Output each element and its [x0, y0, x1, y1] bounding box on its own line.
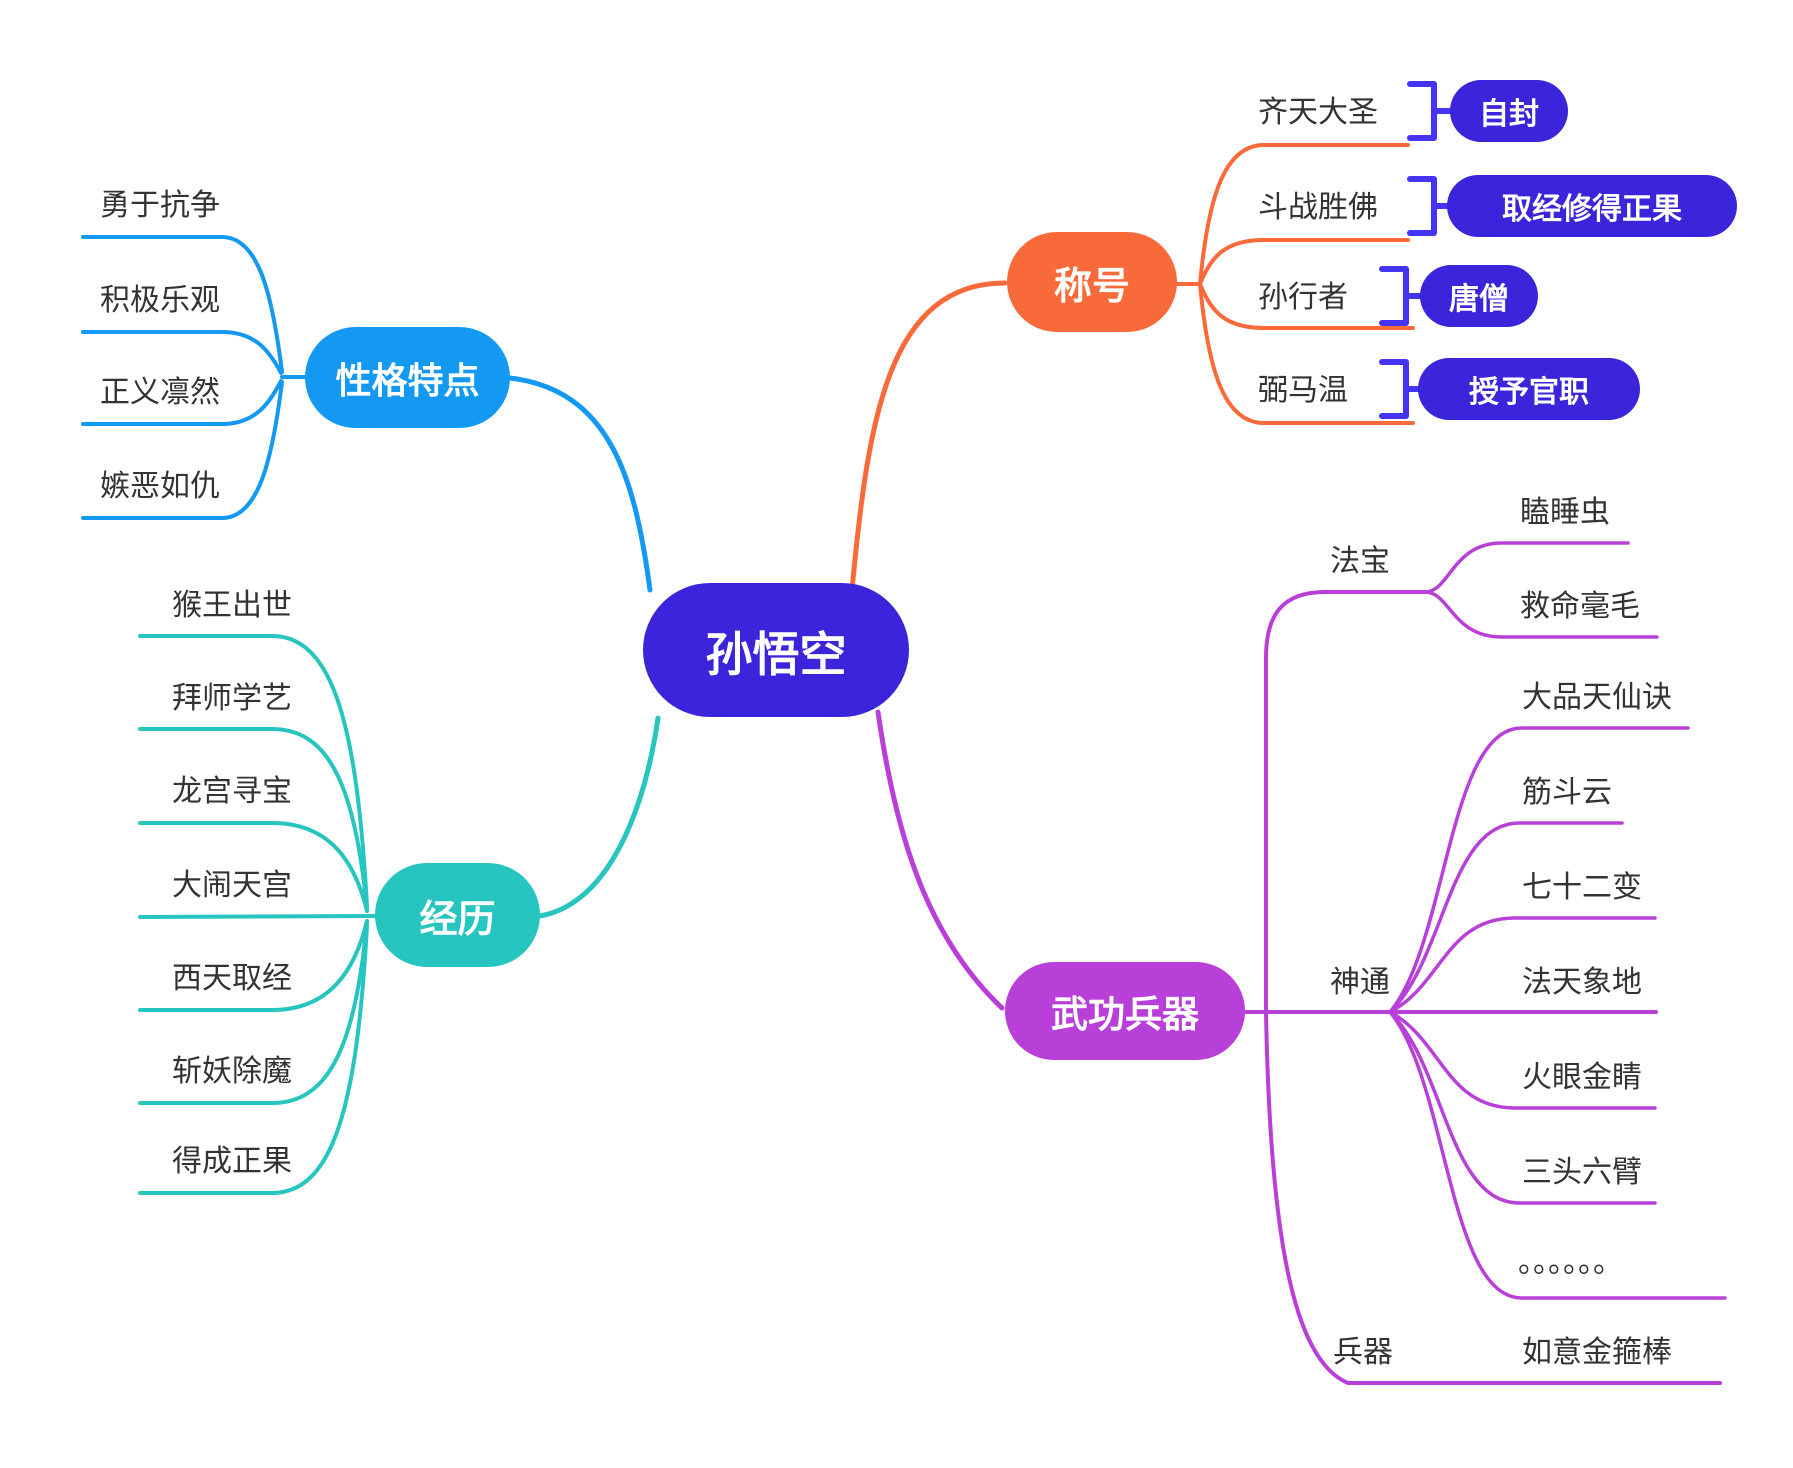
leaf-title-0[interactable]: 齐天大圣 — [1258, 96, 1378, 129]
leaf-experience-1[interactable]: 拜师学艺 — [172, 682, 292, 715]
edge-experience-leaf-2 — [138, 821, 369, 913]
summary-bracket-icon-1 — [1407, 176, 1450, 236]
note-pill-1[interactable]: 取经修得正果 — [1447, 175, 1737, 237]
edge-root-personality — [507, 375, 653, 593]
leaf-personality-0[interactable]: 勇于抗争 — [100, 189, 220, 222]
note-pill-3[interactable]: 授予官职 — [1418, 358, 1640, 420]
leaf-shentong-6[interactable]: 。。。。。。 — [1518, 1246, 1623, 1279]
edge-personality-leaf-3 — [81, 380, 284, 520]
edge-shentong-leaf-6 — [1388, 1010, 1727, 1300]
branch-skills[interactable]: 武功兵器 — [1005, 962, 1245, 1060]
leaf-title-3[interactable]: 弼马温 — [1258, 374, 1348, 407]
edge-fabao-leaf-0 — [1423, 541, 1630, 594]
edge-shentong-leaf-4 — [1388, 1010, 1657, 1110]
group-shentong[interactable]: 神通 — [1330, 966, 1390, 999]
leaf-shentong-3[interactable]: 法天象地 — [1522, 966, 1642, 999]
edge-shentong-leaf-0 — [1388, 726, 1690, 1014]
edge-skills-bingqi-trunk — [1264, 1010, 1722, 1385]
edge-root-experience — [537, 715, 661, 919]
edge-experience-leaf-0 — [138, 634, 369, 908]
leaf-shentong-2[interactable]: 七十二变 — [1522, 871, 1642, 904]
note-pill-0[interactable]: 自封 — [1450, 80, 1568, 142]
edge-experience-leaf-4 — [138, 919, 369, 1012]
edge-titles-leaf-1 — [1198, 238, 1410, 286]
leaf-personality-1[interactable]: 积极乐观 — [100, 284, 220, 317]
edge-root-skills — [875, 709, 1005, 1011]
leaf-experience-2[interactable]: 龙宫寻宝 — [172, 775, 292, 808]
edge-experience-leaf-1 — [138, 727, 369, 911]
edge-fabao-leaf-1 — [1423, 590, 1659, 639]
edge-titles-leaf-2 — [1198, 282, 1415, 330]
edge-titles-leaf-3 — [1198, 282, 1415, 425]
leaf-experience-5[interactable]: 斩妖除魔 — [172, 1055, 292, 1088]
leaf-title-1[interactable]: 斗战胜佛 — [1258, 191, 1378, 224]
summary-bracket-icon-0 — [1407, 81, 1453, 141]
edge-shentong-leaf-2 — [1388, 916, 1657, 1014]
leaf-fabao-1[interactable]: 救命毫毛 — [1520, 590, 1640, 623]
edge-skills-fabao-trunk — [1264, 590, 1427, 1014]
edge-personality-leaf-2 — [81, 379, 283, 426]
edge-titles-leaf-0 — [1198, 143, 1410, 286]
central-topic[interactable]: 孙悟空 — [643, 583, 909, 717]
edge-personality-leaf-1 — [81, 330, 283, 375]
leaf-shentong-0[interactable]: 大品天仙诀 — [1522, 681, 1672, 714]
leaf-shentong-5[interactable]: 三头六臂 — [1522, 1156, 1642, 1189]
edge-experience-leaf-5 — [138, 921, 369, 1105]
leaf-bingqi-0[interactable]: 如意金箍棒 — [1522, 1336, 1672, 1369]
edge-experience-leaf-6 — [138, 924, 369, 1195]
edge-root-titles — [849, 280, 1008, 593]
edge-shentong-leaf-1 — [1388, 821, 1624, 1014]
branch-experience[interactable]: 经历 — [375, 863, 540, 967]
summary-bracket-icon-2 — [1379, 266, 1423, 326]
leaf-personality-3[interactable]: 嫉恶如仇 — [100, 470, 220, 503]
edge-experience-leaf-3 — [138, 914, 377, 919]
edge-personality-leaf-0 — [81, 235, 284, 374]
leaf-personality-2[interactable]: 正义凛然 — [100, 376, 220, 409]
leaf-title-2[interactable]: 孙行者 — [1258, 281, 1348, 314]
leaf-experience-0[interactable]: 猴王出世 — [172, 589, 292, 622]
branch-titles[interactable]: 称号 — [1007, 232, 1177, 332]
leaf-shentong-1[interactable]: 筋斗云 — [1522, 776, 1612, 809]
summary-bracket-icon-3 — [1379, 359, 1421, 419]
edge-shentong-leaf-5 — [1388, 1010, 1657, 1205]
leaf-experience-3[interactable]: 大闹天宫 — [172, 869, 292, 902]
group-bingqi[interactable]: 兵器 — [1333, 1336, 1393, 1369]
leaf-experience-6[interactable]: 得成正果 — [172, 1145, 292, 1178]
branch-personality[interactable]: 性格特点 — [305, 327, 510, 428]
group-fabao[interactable]: 法宝 — [1330, 545, 1390, 578]
leaf-fabao-0[interactable]: 瞌睡虫 — [1520, 496, 1610, 529]
leaf-experience-4[interactable]: 西天取经 — [172, 962, 292, 995]
leaf-shentong-4[interactable]: 火眼金睛 — [1522, 1061, 1642, 1094]
note-pill-2[interactable]: 唐僧 — [1420, 265, 1538, 327]
